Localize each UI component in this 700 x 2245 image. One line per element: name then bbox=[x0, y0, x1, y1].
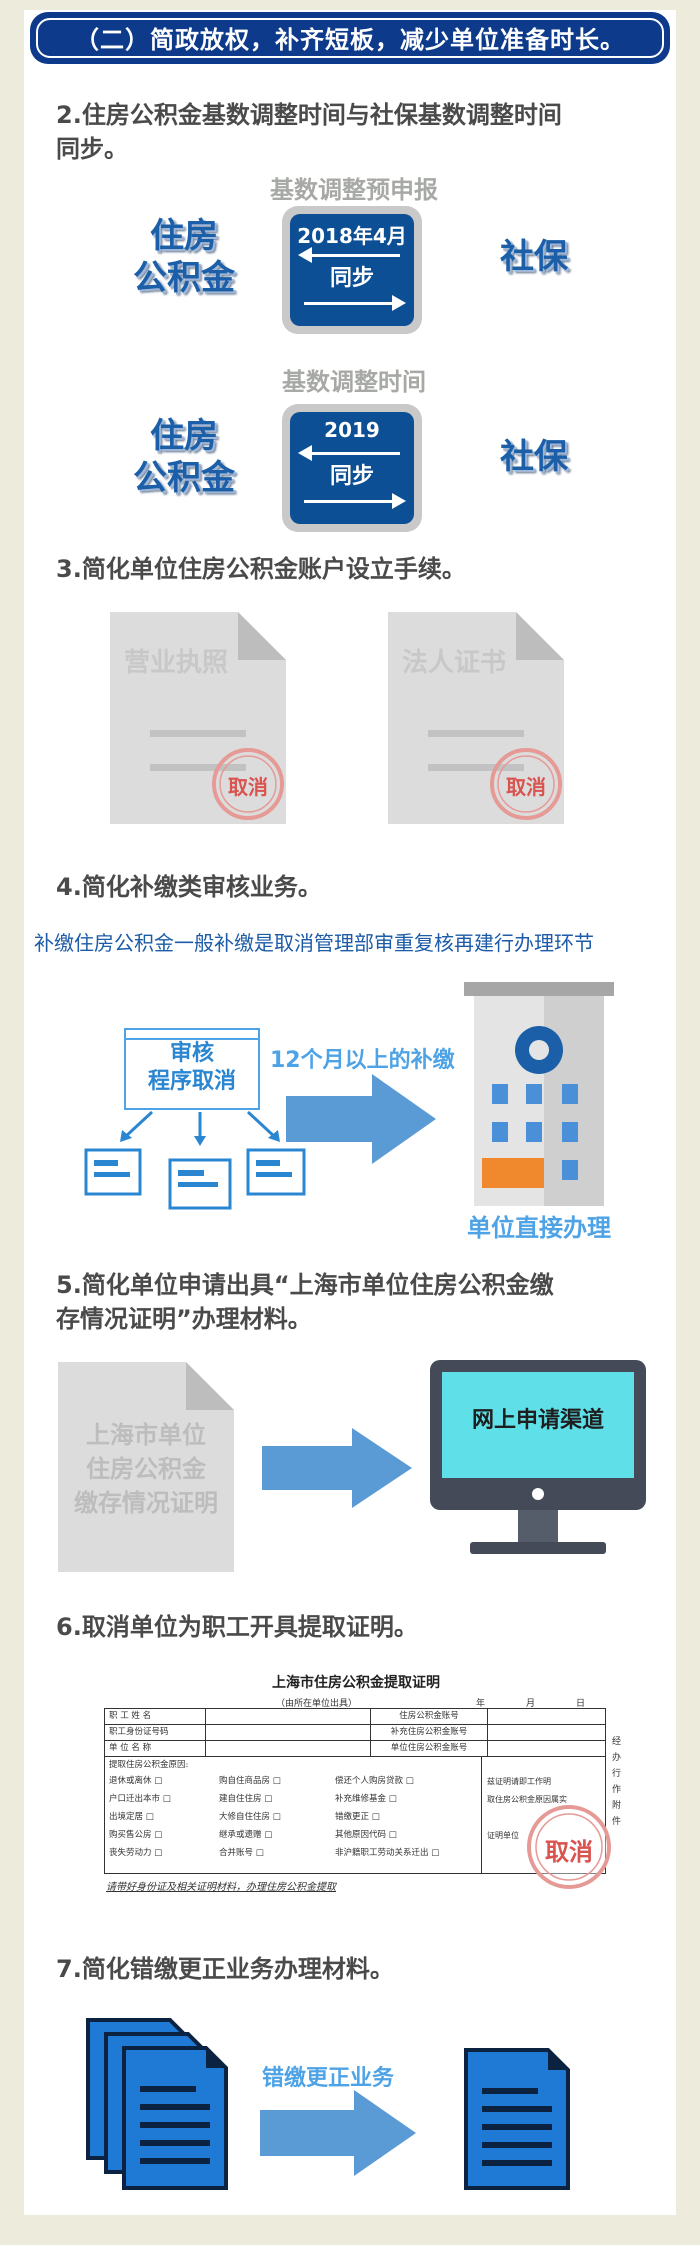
bank-building-icon bbox=[464, 982, 614, 1206]
s7-arrow-label: 错缴更正业务 bbox=[262, 2066, 395, 2091]
s2-row2-year: 2019 bbox=[324, 418, 380, 442]
header-banner: （二）简政放权，补齐短板，减少单位准备时长。 bbox=[30, 12, 670, 64]
section-4-title: 4.简化补缴类审核业务。 bbox=[56, 873, 322, 901]
s4-note: 补缴住房公积金一般补缴是取消管理部审重复核再建行办理环节 bbox=[34, 931, 594, 955]
doc-business-license: 营业执照 取消 bbox=[110, 612, 286, 824]
workflow-icon bbox=[84, 1110, 306, 1210]
section-3-title: 3.简化单位住房公积金账户设立手续。 bbox=[56, 555, 466, 583]
side-note: 经办行作附件 bbox=[612, 1737, 622, 1827]
s2-row1-caption: 基数调整预申报 bbox=[270, 176, 438, 204]
reason-row: 丧失劳动力 □ 合并账号 □ 非沪籍职工劳动关系迁出 □ bbox=[109, 1848, 440, 1858]
section-6-title: 6.取消单位为职工开具提取证明。 bbox=[56, 1613, 418, 1641]
s2-row2-left: 住房 公积金 bbox=[133, 416, 235, 498]
header-title: （二）简政放权，补齐短板，减少单位准备时长。 bbox=[75, 26, 625, 54]
document-icon bbox=[388, 612, 564, 824]
doc-deposit-certificate: 上海市单位 住房公积金 缴存情况证明 bbox=[58, 1362, 234, 1572]
big-arrow-icon bbox=[260, 2090, 416, 2176]
big-arrow-icon bbox=[286, 1074, 436, 1164]
section-2-title: 2.住房公积金基数调整时间与社保基数调整时间 同步。 bbox=[56, 101, 562, 163]
document-icon bbox=[58, 1362, 234, 1572]
reason-row: 户口迁出本市 □ 建自住住房 □ 补充维修基金 □ bbox=[109, 1794, 397, 1804]
form-table: 职 工 姓 名 住房公积金账号 职工身份证号码 补充住房公积金账号 单 位 名 … bbox=[104, 1708, 606, 1874]
form-row: 单 位 名 称 单位住房公积金账号 bbox=[105, 1741, 605, 1757]
s2-row1-year: 2018年4月 bbox=[297, 224, 407, 248]
s2-row1-right: 社保 bbox=[500, 237, 568, 277]
form-row: 职 工 姓 名 住房公积金账号 bbox=[105, 1709, 605, 1725]
section-7-title: 7.简化错缴更正业务办理材料。 bbox=[56, 1955, 394, 1983]
s2-row2-caption: 基数调整时间 bbox=[282, 368, 426, 396]
doc-legal-certificate: 法人证书 取消 bbox=[388, 612, 564, 824]
reason-row: 购买售公房 □ 继承或遗赠 □ 其他原因代码 □ bbox=[109, 1830, 397, 1840]
s5-monitor-label: 网上申请渠道 bbox=[471, 1408, 604, 1433]
s2-row1-sync: 同步 bbox=[329, 266, 374, 291]
form-footnote: 请带好身份证及相关证明材料，办理住房公积金提取 bbox=[106, 1882, 336, 1893]
cancel-stamp: 取消 bbox=[506, 775, 546, 799]
s2-row2-sync: 同步 bbox=[329, 464, 374, 489]
s4-building-label: 单位直接办理 bbox=[467, 1214, 611, 1242]
document-stack-icon bbox=[86, 2018, 228, 2190]
cancel-stamp: 取消 bbox=[228, 775, 268, 799]
withdrawal-certificate-form: 上海市住房公积金提取证明 （由所在单位出具） 年 月 日 职 工 姓 名 住房公… bbox=[76, 1672, 636, 1904]
infographic-page: （二）简政放权，补齐短板，减少单位准备时长。 2.住房公积金基数调整时间与社保基… bbox=[24, 10, 676, 2215]
arrow-left-icon bbox=[298, 247, 312, 263]
big-arrow-icon bbox=[262, 1428, 412, 1508]
cancel-stamp-icon bbox=[527, 1805, 611, 1889]
s2-row1-sync-box: 2018年4月 同步 bbox=[282, 206, 422, 334]
arrow-left-icon bbox=[298, 445, 312, 461]
cancel-stamp: 取消 bbox=[545, 1838, 593, 1866]
reason-row: 退休或离休 □ 购自住商品房 □ 偿还个人购房贷款 □ bbox=[109, 1776, 414, 1786]
reason-row: 出境定居 □ 大修自住住房 □ 错缴更正 □ bbox=[109, 1812, 380, 1822]
arrow-right-icon bbox=[392, 295, 406, 311]
section-5-title: 5.简化单位申请出具“上海市单位住房公积金缴 存情况证明”办理材料。 bbox=[56, 1271, 554, 1333]
s4-arrow-label: 12个月以上的补缴 bbox=[270, 1048, 455, 1073]
form-row: 职工身份证号码 补充住房公积金账号 bbox=[105, 1725, 605, 1741]
arrow-right-icon bbox=[392, 493, 406, 509]
document-icon bbox=[110, 612, 286, 824]
review-box: 审核 程序取消 bbox=[124, 1028, 260, 1110]
s2-row1-left: 住房 公积金 bbox=[133, 216, 235, 298]
s2-row2-sync-box: 2019 同步 bbox=[282, 404, 422, 532]
monitor-icon bbox=[430, 1360, 646, 1554]
s2-row2-right: 社保 bbox=[500, 437, 568, 477]
document-icon bbox=[464, 2048, 570, 2190]
